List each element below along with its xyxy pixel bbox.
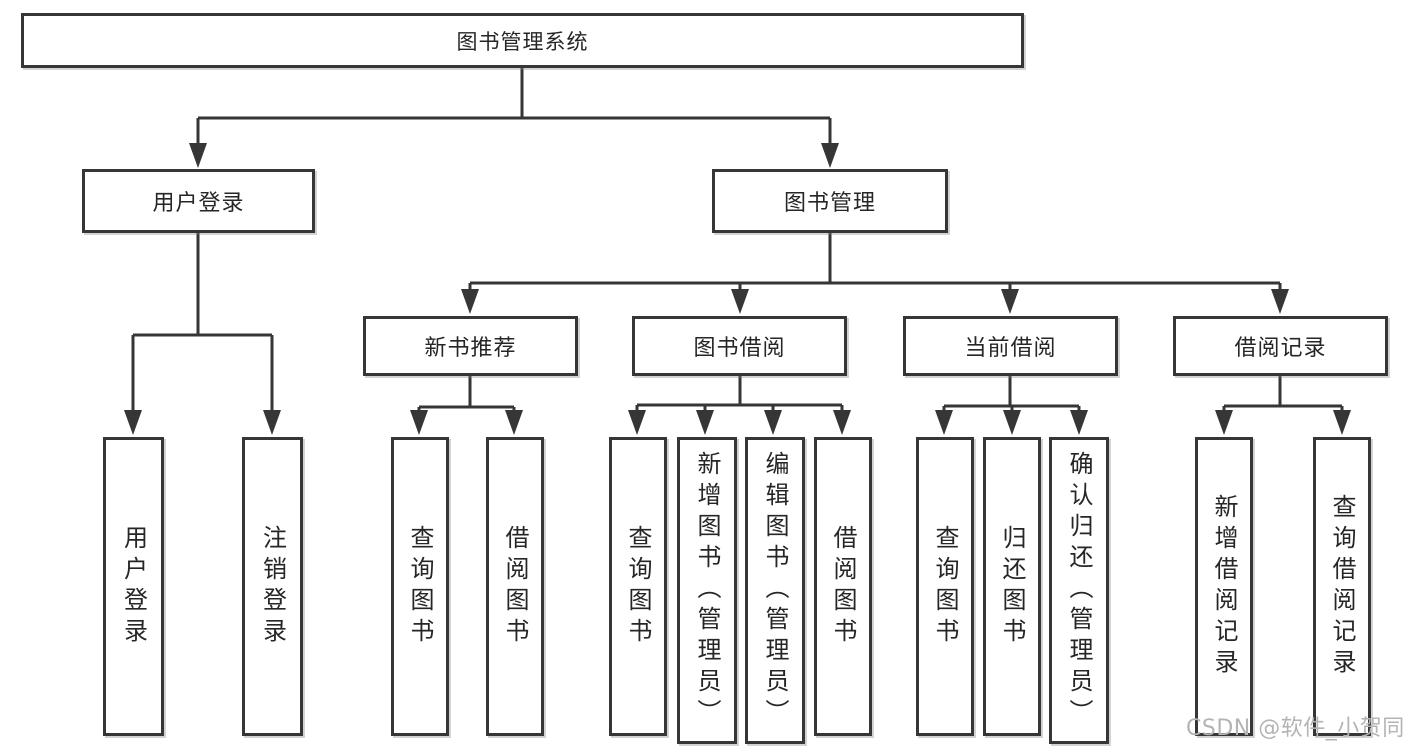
node-nb-borrow-books: 借阅图书 [486,437,544,736]
node-br-query-record: 查询借阅记录 [1313,437,1371,736]
node-logout-leaf: 注销登录 [242,437,303,736]
node-bb-query-books: 查询图书 [609,437,667,736]
node-cb-query-books: 查询图书 [916,437,974,736]
node-current-borrowing: 当前借阅 [903,316,1118,376]
node-new-book-recommend: 新书推荐 [363,316,578,376]
node-borrowing-records: 借阅记录 [1173,316,1388,376]
node-book-borrowing: 图书借阅 [632,316,847,376]
node-root: 图书管理系统 [21,13,1024,68]
watermark-text: CSDN @软件_小贺同学 [1186,716,1405,741]
node-bb-add-books-admin: 新增图书（管理员） [677,437,737,744]
node-cb-confirm-return-admin: 确认归还（管理员） [1049,437,1109,744]
node-user-login: 用户登录 [82,169,315,233]
node-br-add-record: 新增借阅记录 [1195,437,1253,736]
node-nb-query-books: 查询图书 [391,437,449,736]
node-user-login-leaf: 用户登录 [103,437,164,736]
node-cb-return-books: 归还图书 [983,437,1041,736]
node-bb-borrow-books: 借阅图书 [814,437,872,736]
node-book-management: 图书管理 [712,169,948,233]
node-bb-edit-books-admin: 编辑图书（管理员） [745,437,805,744]
